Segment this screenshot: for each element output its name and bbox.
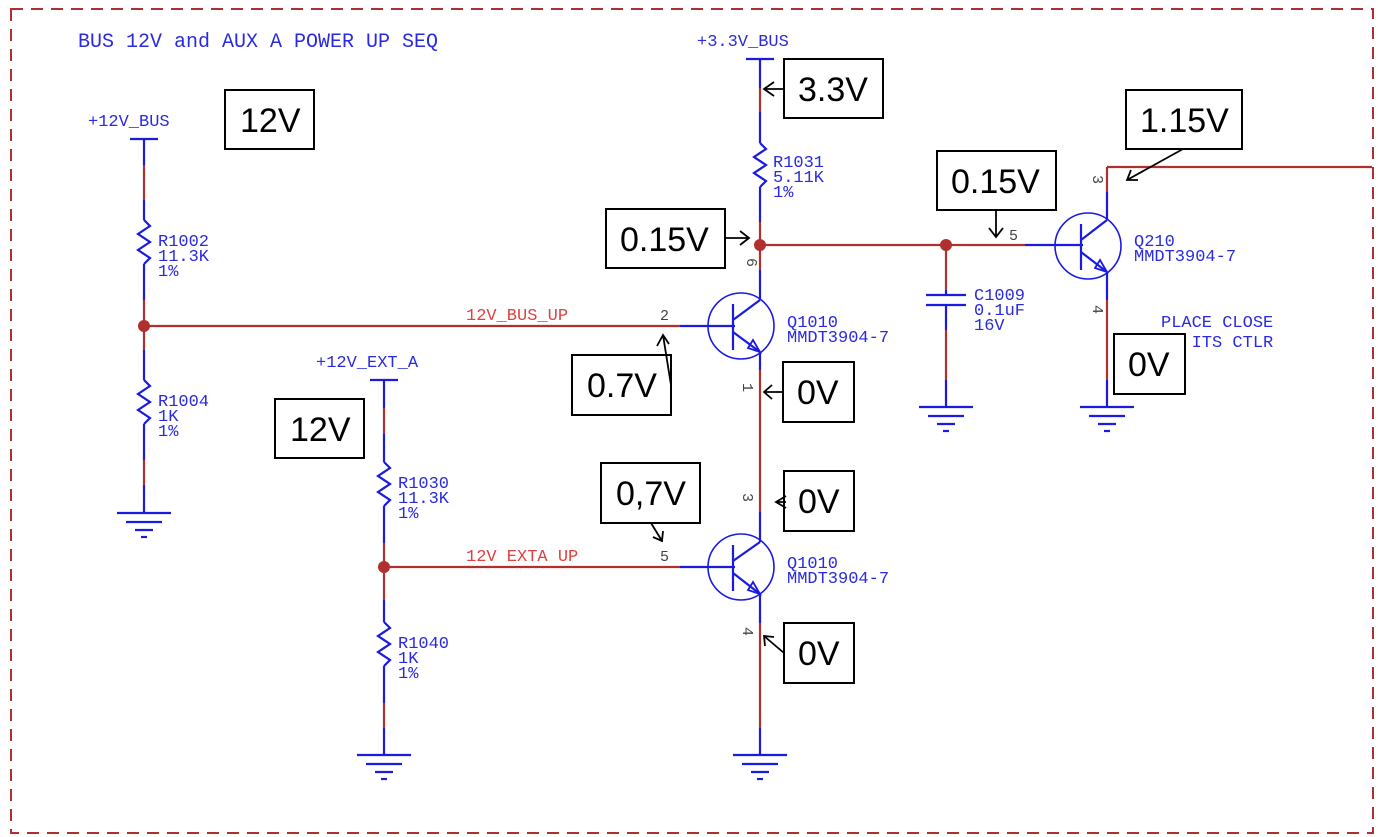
q1-collector-pin: 6 — [742, 258, 759, 267]
svg-text:0V: 0V — [797, 374, 839, 412]
transistor-q210: 5 3 4 Q210 MMDT3904-7 PLACE CLOSE TO ITS… — [1009, 165, 1372, 433]
sheet-border — [10, 8, 1374, 834]
svg-text:0V: 0V — [1128, 346, 1170, 384]
rail-label-12v-ext-a: +12V_EXT_A — [316, 354, 419, 373]
r1040-value: 1K — [398, 650, 419, 669]
bus33-pullup: +3.3V_BUS R1031 5.11K 1% — [697, 33, 825, 245]
r1004-value: 1K — [158, 408, 179, 427]
capacitor-c1009: C1009 0.1uF 16V — [919, 245, 1025, 433]
ground-icon — [1080, 405, 1134, 433]
r1004-tol: 1% — [158, 423, 179, 442]
svg-text:1.15V: 1.15V — [1140, 102, 1229, 140]
note-line2: TO ITS CTLR — [1161, 334, 1273, 353]
ground-icon — [733, 753, 787, 781]
r1031-ref: R1031 — [773, 154, 824, 173]
annotation-v-q1-emitter: 0V — [762, 361, 855, 423]
q1-base-pin: 2 — [660, 308, 669, 325]
r1002-value: 11.3K — [158, 248, 210, 267]
r1004-ref: R1004 — [158, 393, 209, 412]
q210-part: MMDT3904-7 — [1134, 248, 1236, 267]
q1010a-ref: Q1010 — [787, 314, 838, 333]
net-label-bus-up: 12V_BUS_UP — [466, 307, 568, 326]
transistor-q1010-b: Q1010 MMDT3904-7 3 4 — [680, 430, 889, 781]
r1030-value: 11.3K — [398, 490, 450, 509]
annotation-v-ext12: 12V — [274, 398, 365, 459]
svg-text:12V: 12V — [240, 102, 301, 140]
annotation-v-q1-base: 0.7V — [571, 333, 672, 416]
q2-collector-pin: 3 — [738, 493, 755, 502]
c1009-ref: C1009 — [974, 287, 1025, 306]
q1-emitter-pin: 1 — [738, 383, 755, 392]
q1010a-part: MMDT3904-7 — [787, 329, 889, 348]
annotation-v-3v3: 3.3V — [762, 58, 884, 119]
rail-label-12v-bus: +12V_BUS — [88, 113, 170, 132]
resistor-r1030 — [376, 461, 392, 507]
r1002-tol: 1% — [158, 263, 179, 282]
ground-icon — [357, 753, 411, 781]
r1031-value: 5.11K — [773, 169, 825, 188]
ground-icon — [117, 511, 171, 539]
ext12-divider: +12V_EXT_A R1030 11.3K 1% R1040 1K 1% — [316, 354, 450, 781]
c1009-voltage: 16V — [974, 317, 1005, 336]
svg-text:0.15V: 0.15V — [951, 163, 1040, 201]
annotation-v-q2-base: 0,7V — [600, 462, 701, 543]
resistor-r1040 — [376, 621, 392, 667]
q210-emitter-pin: 4 — [1088, 305, 1105, 314]
q1010b-part: MMDT3904-7 — [787, 570, 889, 589]
r1030-tol: 1% — [398, 505, 419, 524]
bus12-divider: +12V_BUS R1002 11.3K 1% R1004 1K 1% — [88, 113, 210, 539]
svg-text:0.15V: 0.15V — [620, 221, 709, 259]
annotation-v-q210-base: 0.15V — [936, 150, 1057, 239]
r1031-tol: 1% — [773, 184, 794, 203]
resistor-r1031 — [752, 142, 768, 188]
q1010b-ref: Q1010 — [787, 555, 838, 574]
r1030-ref: R1030 — [398, 475, 449, 494]
svg-text:0V: 0V — [798, 635, 840, 673]
resistor-r1004 — [136, 379, 152, 425]
net-label-exta-up: 12V EXTA UP — [466, 548, 578, 567]
svg-text:0,7V: 0,7V — [616, 475, 686, 513]
annotation-v-node: 0.15V — [605, 208, 751, 269]
r1040-tol: 1% — [398, 665, 419, 684]
q2-emitter-pin: 4 — [738, 627, 755, 636]
r1040-ref: R1040 — [398, 635, 449, 654]
rail-label-3v3-bus: +3.3V_BUS — [697, 33, 789, 52]
sheet-title: BUS 12V and AUX A POWER UP SEQ — [78, 31, 438, 54]
ground-icon — [919, 405, 973, 433]
q210-collector-pin: 3 — [1088, 175, 1105, 184]
q2-base-pin: 5 — [660, 549, 669, 566]
annotation-v-q2-collector: 0V — [774, 470, 855, 532]
svg-text:3.3V: 3.3V — [798, 71, 868, 109]
r1002-ref: R1002 — [158, 233, 209, 252]
note-line1: PLACE CLOSE — [1161, 314, 1273, 333]
svg-text:12V: 12V — [290, 411, 351, 449]
transistor-q1010-a: Q1010 MMDT3904-7 1 — [680, 245, 889, 430]
q210-base-pin: 5 — [1009, 228, 1018, 245]
svg-text:0V: 0V — [798, 483, 840, 521]
annotation-v-q210-collector: 1.15V — [1125, 89, 1243, 181]
annotation-v-q2-emitter: 0V — [762, 622, 855, 684]
q210-ref: Q210 — [1134, 233, 1175, 252]
svg-text:0.7V: 0.7V — [587, 367, 657, 405]
c1009-value: 0.1uF — [974, 302, 1025, 321]
resistor-r1002 — [136, 219, 152, 265]
annotation-v-bus12: 12V — [224, 89, 315, 150]
annotation-v-q210-emitter: 0V — [1113, 333, 1186, 395]
